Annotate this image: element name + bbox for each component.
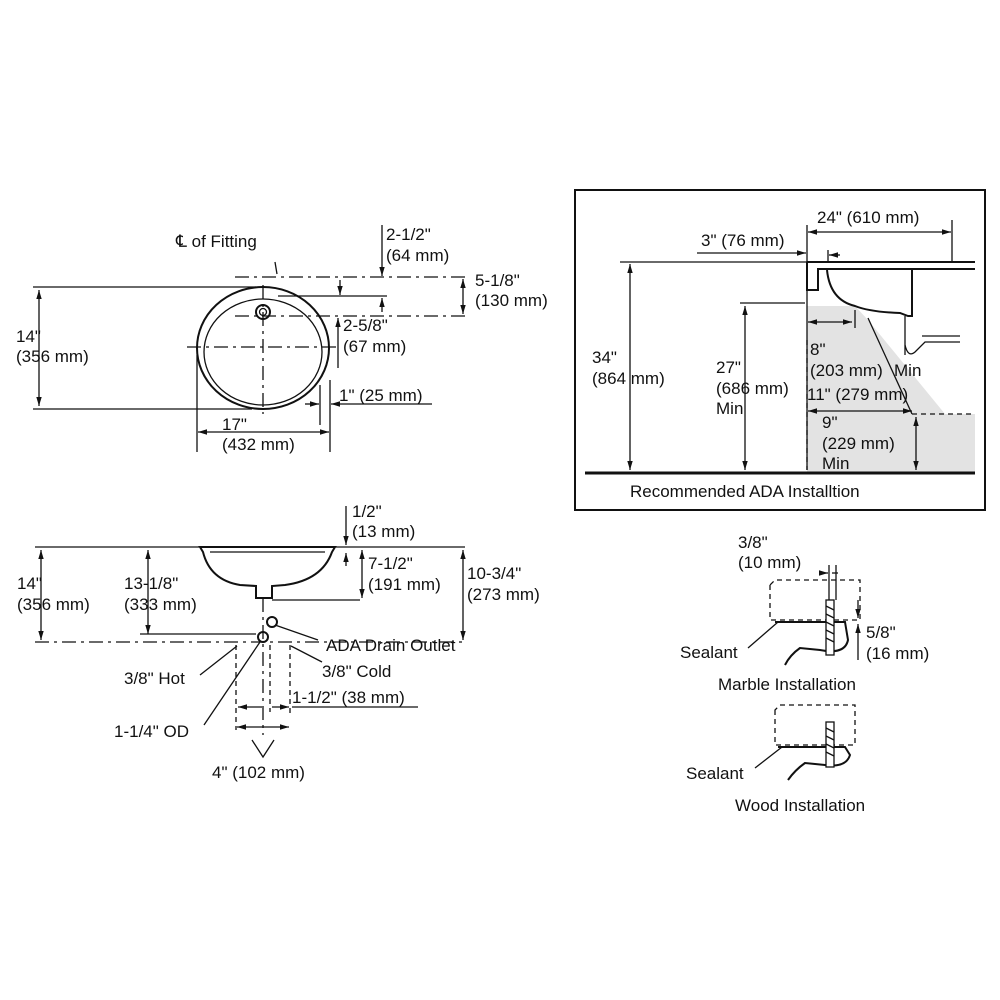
bolt-thread <box>825 605 835 643</box>
dim-label: (686 mm) <box>716 379 789 398</box>
wood-caption: Wood Installation <box>735 796 865 815</box>
side-view: 1/2" (13 mm) 14" (356 mm) 13-1/8" (333 m… <box>17 502 540 782</box>
dim-label: (273 mm) <box>467 585 540 604</box>
ada-installation-panel: 24" (610 mm) 3" (76 mm) 34" (864 mm) 27"… <box>574 189 986 511</box>
dim-label: (356 mm) <box>16 347 89 366</box>
dim-label: 3" (76 mm) <box>701 231 785 250</box>
mounting-bolt <box>825 599 835 656</box>
basin-profile <box>198 546 337 599</box>
leader-line <box>754 746 783 769</box>
leader-line <box>251 739 275 759</box>
dim-label: 10-3/4" <box>467 564 521 583</box>
dim-label: (16 mm) <box>866 644 929 663</box>
dim-label: (864 mm) <box>592 369 665 388</box>
cold-supply-label: 3/8" Cold <box>322 662 391 681</box>
dim-label: (229 mm) <box>822 434 895 453</box>
dim-label: 24" (610 mm) <box>817 208 919 227</box>
leader-line <box>274 261 278 275</box>
drain-outlet <box>257 631 269 643</box>
panel-border <box>574 189 986 511</box>
sink-profile <box>826 269 913 317</box>
ada-drain-outlet <box>266 616 278 628</box>
leader-line <box>747 621 779 649</box>
dim-label: 9" <box>822 413 838 432</box>
dim-label: (356 mm) <box>17 595 90 614</box>
dim-label: 1/2" <box>352 502 382 521</box>
dim-label: (432 mm) <box>222 435 295 454</box>
dim-label: 27" <box>716 358 741 377</box>
dim-label: 2-5/8" <box>343 316 388 335</box>
dim-label: (333 mm) <box>124 595 197 614</box>
sink-rim <box>775 621 850 666</box>
dim-label: (64 mm) <box>386 246 449 265</box>
plan-view: ℄ of Fitting 2-1/2" (64 mm) 5-1/8" (130 … <box>16 225 548 454</box>
dim-label: Min <box>822 454 849 473</box>
leader-line <box>199 645 238 676</box>
dim-label: 14" <box>17 574 42 593</box>
dim-label: 5-1/8" <box>475 271 520 290</box>
ada-drain-outlet-label: ADA Drain Outlet <box>326 636 456 655</box>
dim-label: Min <box>894 361 921 380</box>
sink-rim <box>778 746 852 781</box>
dim-label: 3/8" <box>738 533 768 552</box>
marble-installation: 3/8" (10 mm) Sealant 5/8" (16 mm) Marble… <box>680 533 929 694</box>
sealant-label: Sealant <box>680 643 738 662</box>
leader-line <box>274 624 319 641</box>
wood-installation: Sealant Wood Installation <box>686 704 865 815</box>
dim-label: 4" (102 mm) <box>212 763 305 782</box>
dim-label: 1-1/2" (38 mm) <box>292 688 405 707</box>
leader-line <box>203 641 261 726</box>
dim-label: (10 mm) <box>738 553 801 572</box>
dim-label: 34" <box>592 348 617 367</box>
marble-countertop <box>769 579 861 621</box>
dim-label: 5/8" <box>866 623 896 642</box>
dim-label: 14" <box>16 327 41 346</box>
dim-label: Min <box>716 399 743 418</box>
dim-label: (67 mm) <box>343 337 406 356</box>
dim-label: 11" (279 mm) <box>807 385 908 404</box>
p-trap <box>904 335 960 355</box>
wood-countertop <box>774 704 856 746</box>
dim-label: 1" (25 mm) <box>339 386 423 405</box>
dim-label: (203 mm) <box>810 361 883 380</box>
sealant-label: Sealant <box>686 764 744 783</box>
dim-label: 2-1/2" <box>386 225 431 244</box>
knee-clearance-area <box>807 306 975 472</box>
dim-label: 7-1/2" <box>368 554 413 573</box>
dim-label: 17" <box>222 415 247 434</box>
ada-caption: Recommended ADA Installtion <box>630 482 860 501</box>
leader-line <box>290 645 323 663</box>
od-label: 1-1/4" OD <box>114 722 189 741</box>
dim-label: (13 mm) <box>352 522 415 541</box>
toe-clearance-line <box>867 317 913 415</box>
cl-of-fitting-label: ℄ of Fitting <box>175 232 257 251</box>
dim-label: (130 mm) <box>475 291 548 310</box>
hot-supply-label: 3/8" Hot <box>124 669 185 688</box>
marble-caption: Marble Installation <box>718 675 856 694</box>
dim-label: 8" <box>810 340 826 359</box>
dim-label: (191 mm) <box>368 575 441 594</box>
countertop <box>806 261 975 291</box>
screw-thread <box>825 727 835 757</box>
dim-label: 13-1/8" <box>124 574 178 593</box>
